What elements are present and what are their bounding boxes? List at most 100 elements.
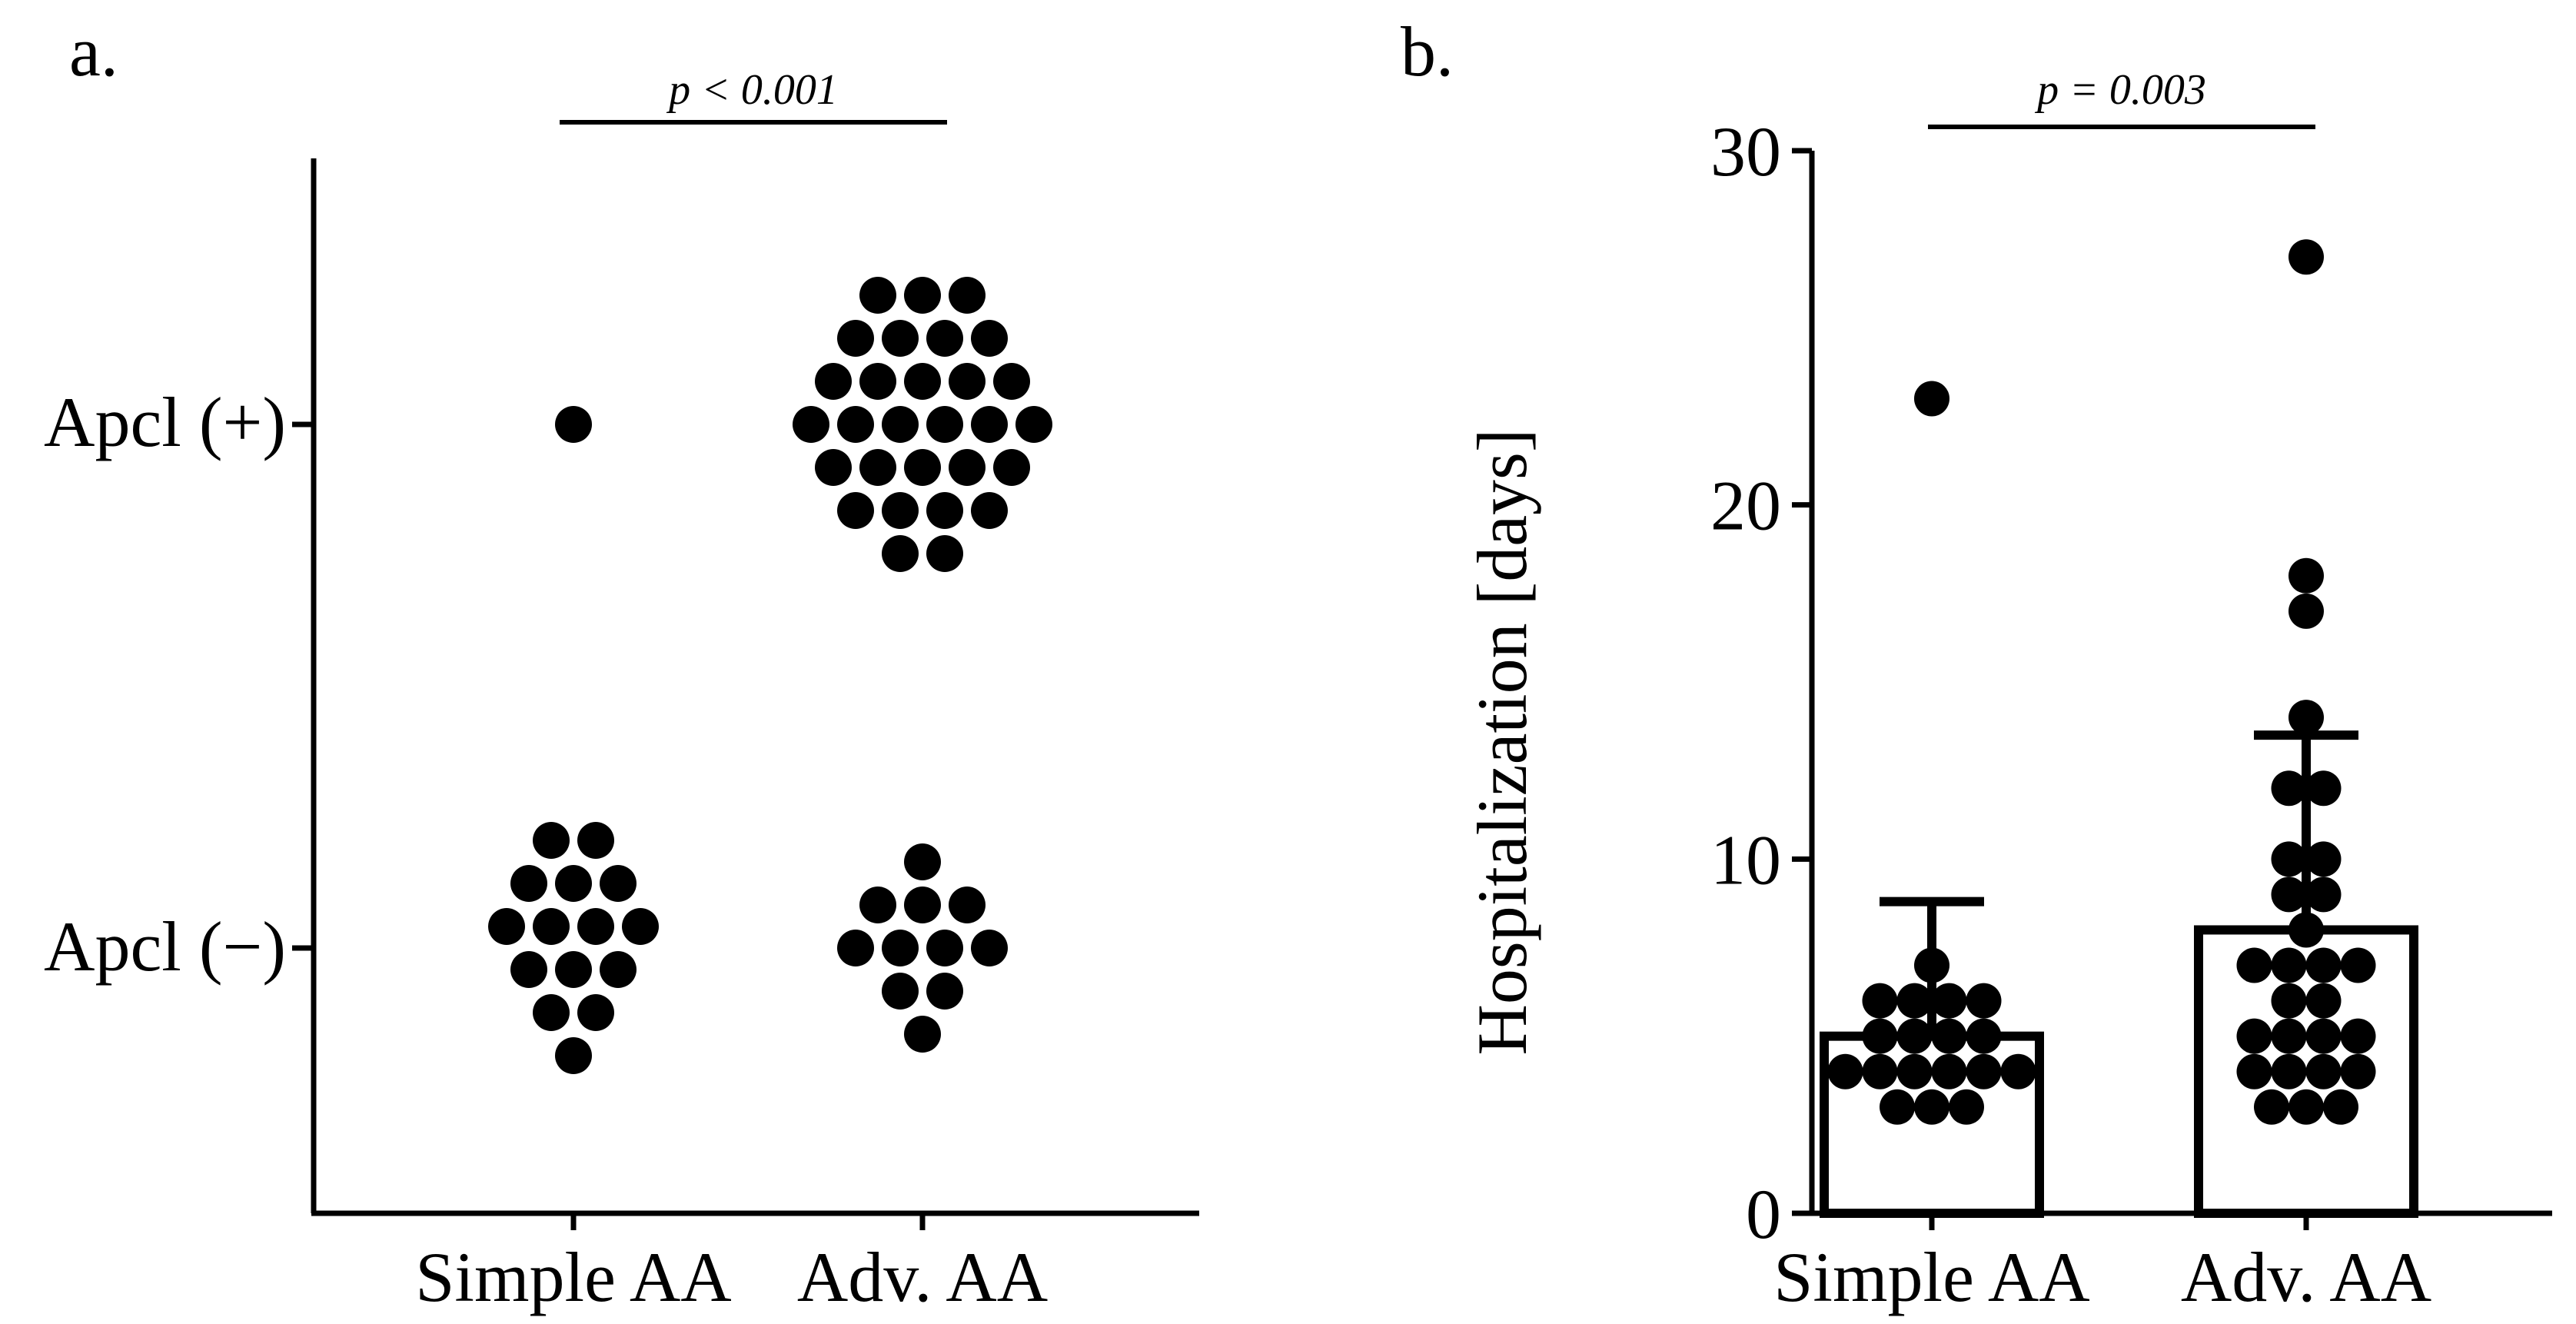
dot bbox=[555, 865, 592, 902]
panel-b-xlabel-simple: Simple AA bbox=[1773, 1238, 2089, 1316]
dot bbox=[882, 930, 919, 966]
dot bbox=[882, 535, 919, 572]
dot bbox=[555, 1037, 592, 1074]
dot bbox=[904, 843, 941, 880]
dot bbox=[904, 887, 941, 923]
panel-a: a. Apcl (+) Apcl (−) Simple AA Adv. AA p… bbox=[44, 12, 1199, 1316]
panel-a-label: a. bbox=[69, 12, 118, 91]
panel-b-ytick-label: 10 bbox=[1710, 820, 1781, 899]
panel-a-p-value: p < 0.001 bbox=[666, 66, 838, 114]
dot bbox=[837, 930, 874, 966]
data-point bbox=[2305, 983, 2342, 1019]
data-point bbox=[1862, 1018, 1898, 1054]
dot bbox=[577, 822, 614, 859]
dot bbox=[882, 406, 919, 443]
data-point bbox=[2288, 700, 2324, 736]
dot bbox=[926, 535, 963, 572]
data-point bbox=[1896, 983, 1933, 1019]
data-point bbox=[1827, 1053, 1863, 1089]
data-point bbox=[2305, 1053, 2342, 1089]
panel-b-xlabel-adv: Adv. AA bbox=[2181, 1238, 2431, 1316]
dot bbox=[533, 908, 570, 945]
dot bbox=[904, 277, 941, 314]
data-point bbox=[2271, 841, 2307, 877]
data-point bbox=[2288, 557, 2324, 594]
data-point bbox=[1914, 1089, 1949, 1125]
dot bbox=[971, 320, 1008, 357]
dot bbox=[815, 363, 852, 400]
data-point bbox=[2288, 239, 2324, 275]
dot bbox=[488, 908, 525, 945]
data-point bbox=[1949, 1089, 1984, 1125]
dot bbox=[859, 277, 896, 314]
dot bbox=[600, 951, 637, 988]
dot bbox=[949, 277, 986, 314]
dot bbox=[859, 363, 896, 400]
dot bbox=[882, 973, 919, 1010]
panel-a-xlabel-simple: Simple AA bbox=[415, 1238, 731, 1316]
data-point bbox=[1914, 947, 1949, 983]
data-point bbox=[1931, 1018, 1967, 1054]
data-point bbox=[2288, 912, 2324, 948]
dot bbox=[510, 865, 547, 902]
data-point bbox=[1896, 1018, 1933, 1054]
data-point bbox=[2236, 1053, 2272, 1089]
dot bbox=[533, 822, 570, 859]
data-point bbox=[2340, 1018, 2376, 1054]
data-point bbox=[2254, 1089, 2289, 1125]
dot bbox=[837, 320, 874, 357]
data-point bbox=[1931, 983, 1967, 1019]
dot bbox=[904, 363, 941, 400]
panel-b-dots bbox=[1827, 239, 2376, 1125]
dot bbox=[577, 994, 614, 1031]
data-point bbox=[2305, 1018, 2342, 1054]
dot bbox=[971, 492, 1008, 529]
data-point bbox=[2288, 593, 2324, 629]
data-point bbox=[2323, 1089, 2358, 1125]
data-point bbox=[2271, 770, 2307, 807]
dot bbox=[555, 951, 592, 988]
panel-b-y-axis-title: Hospitalization [days] bbox=[1463, 428, 1541, 1055]
data-point bbox=[2271, 983, 2307, 1019]
data-point bbox=[2271, 1053, 2307, 1089]
dot bbox=[971, 406, 1008, 443]
data-point bbox=[2340, 1053, 2376, 1089]
dot bbox=[993, 449, 1030, 486]
dot bbox=[993, 363, 1030, 400]
data-point bbox=[1862, 983, 1898, 1019]
dot bbox=[815, 449, 852, 486]
dot bbox=[949, 887, 986, 923]
data-point bbox=[2305, 770, 2342, 807]
panel-b-ytick-label: 0 bbox=[1746, 1175, 1781, 1253]
dot bbox=[859, 887, 896, 923]
data-point bbox=[1862, 1053, 1898, 1089]
dot bbox=[600, 865, 637, 902]
data-point bbox=[1914, 381, 1949, 417]
panel-b-p-value: p = 0.003 bbox=[2034, 66, 2206, 114]
data-point bbox=[2288, 1089, 2324, 1125]
dot bbox=[859, 449, 896, 486]
dot bbox=[510, 951, 547, 988]
dot bbox=[926, 492, 963, 529]
dot bbox=[926, 320, 963, 357]
panel-a-ylabel-minus: Apcl (−) bbox=[44, 907, 286, 986]
panel-a-xlabel-adv: Adv. AA bbox=[797, 1238, 1048, 1316]
dot bbox=[882, 492, 919, 529]
dot bbox=[622, 908, 659, 945]
data-point bbox=[2305, 877, 2342, 913]
dot bbox=[837, 492, 874, 529]
dot bbox=[533, 994, 570, 1031]
dot bbox=[926, 406, 963, 443]
dot bbox=[904, 449, 941, 486]
dot bbox=[793, 406, 829, 443]
data-point bbox=[2305, 841, 2342, 877]
data-point bbox=[2271, 947, 2307, 983]
data-point bbox=[2236, 1018, 2272, 1054]
data-point bbox=[2271, 877, 2307, 913]
data-point bbox=[2271, 1018, 2307, 1054]
dot bbox=[837, 406, 874, 443]
data-point bbox=[1896, 1053, 1933, 1089]
dot bbox=[555, 406, 592, 443]
